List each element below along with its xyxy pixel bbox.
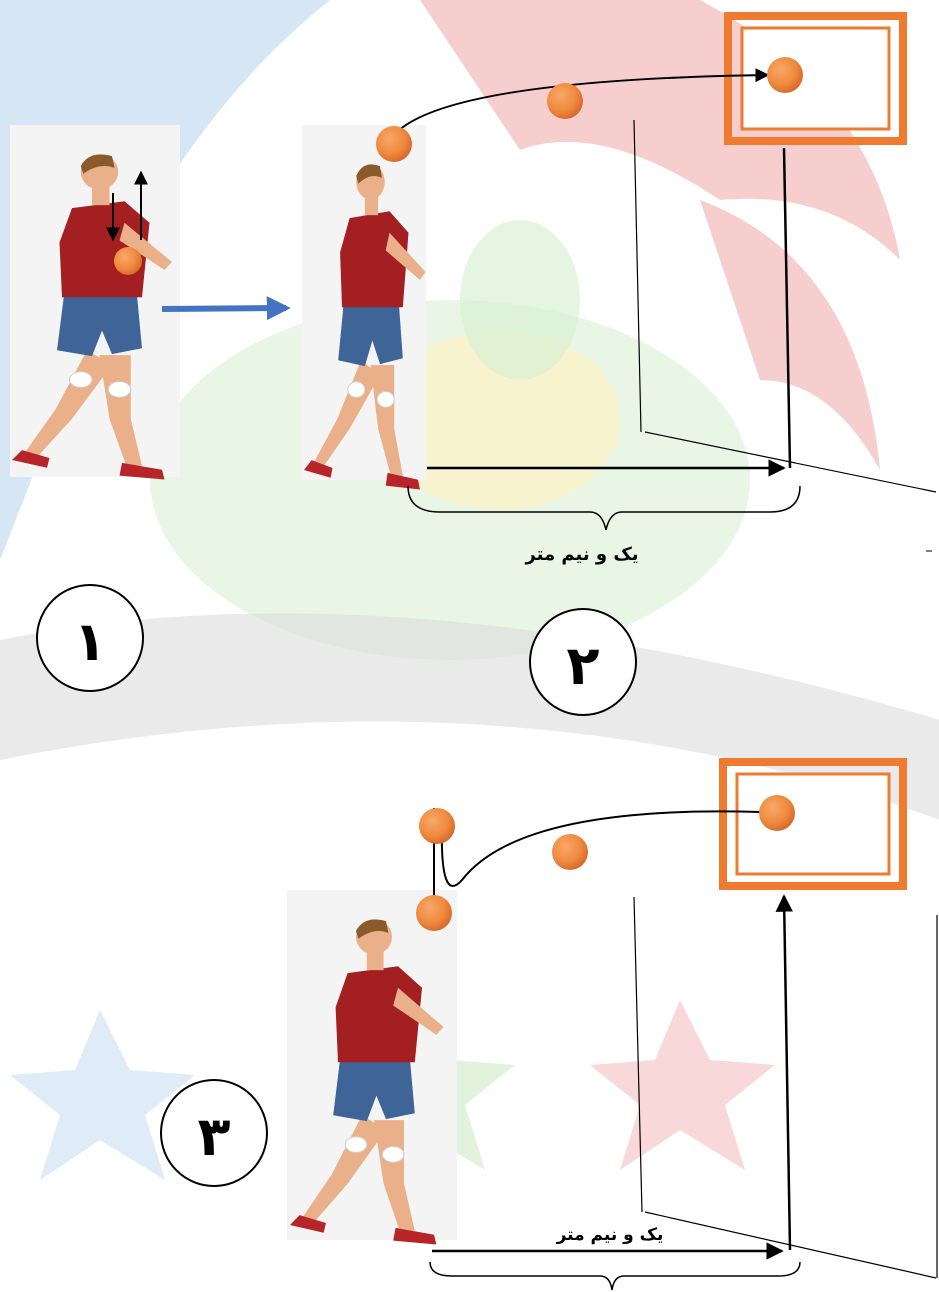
ball-icon: [114, 247, 142, 275]
target-box-icon: [724, 12, 907, 145]
guide-line: [633, 119, 642, 433]
transition-arrow: [161, 296, 291, 321]
ball-icon: [416, 895, 452, 931]
step-2-panel: یک و نیم متر ۲: [302, 12, 937, 716]
ball-icon: [767, 57, 803, 93]
target-box-icon: [719, 758, 907, 890]
step-number-badge-3: [160, 1079, 268, 1187]
ball-icon: [419, 808, 455, 844]
ball-trajectory: [389, 68, 770, 141]
step-number-badge-1: [36, 584, 144, 692]
distance-brace: [407, 485, 801, 531]
step-number-1: ۱: [74, 610, 107, 673]
ball-icon: [552, 834, 588, 870]
target-post-line: [782, 147, 792, 469]
step-3-panel: یک و نیم متر ۳: [160, 758, 938, 1291]
distance-label: یک و نیم متر: [524, 544, 638, 565]
target-post-line: [775, 894, 794, 1251]
vertical-arrows: [106, 170, 148, 242]
ball-icon: [547, 83, 583, 119]
guide-line: [633, 896, 643, 1213]
distance-brace: [429, 1261, 801, 1291]
ball-trajectory: [434, 810, 761, 887]
step-1-panel: ۱: [10, 125, 291, 692]
step-number-3: ۳: [198, 1105, 231, 1168]
distance-label: یک و نیم متر: [556, 1225, 664, 1245]
step-number-2: ۲: [567, 634, 600, 697]
ball-icon: [376, 126, 412, 162]
step-number-badge-2: [529, 608, 637, 716]
ball-icon: [759, 795, 795, 831]
